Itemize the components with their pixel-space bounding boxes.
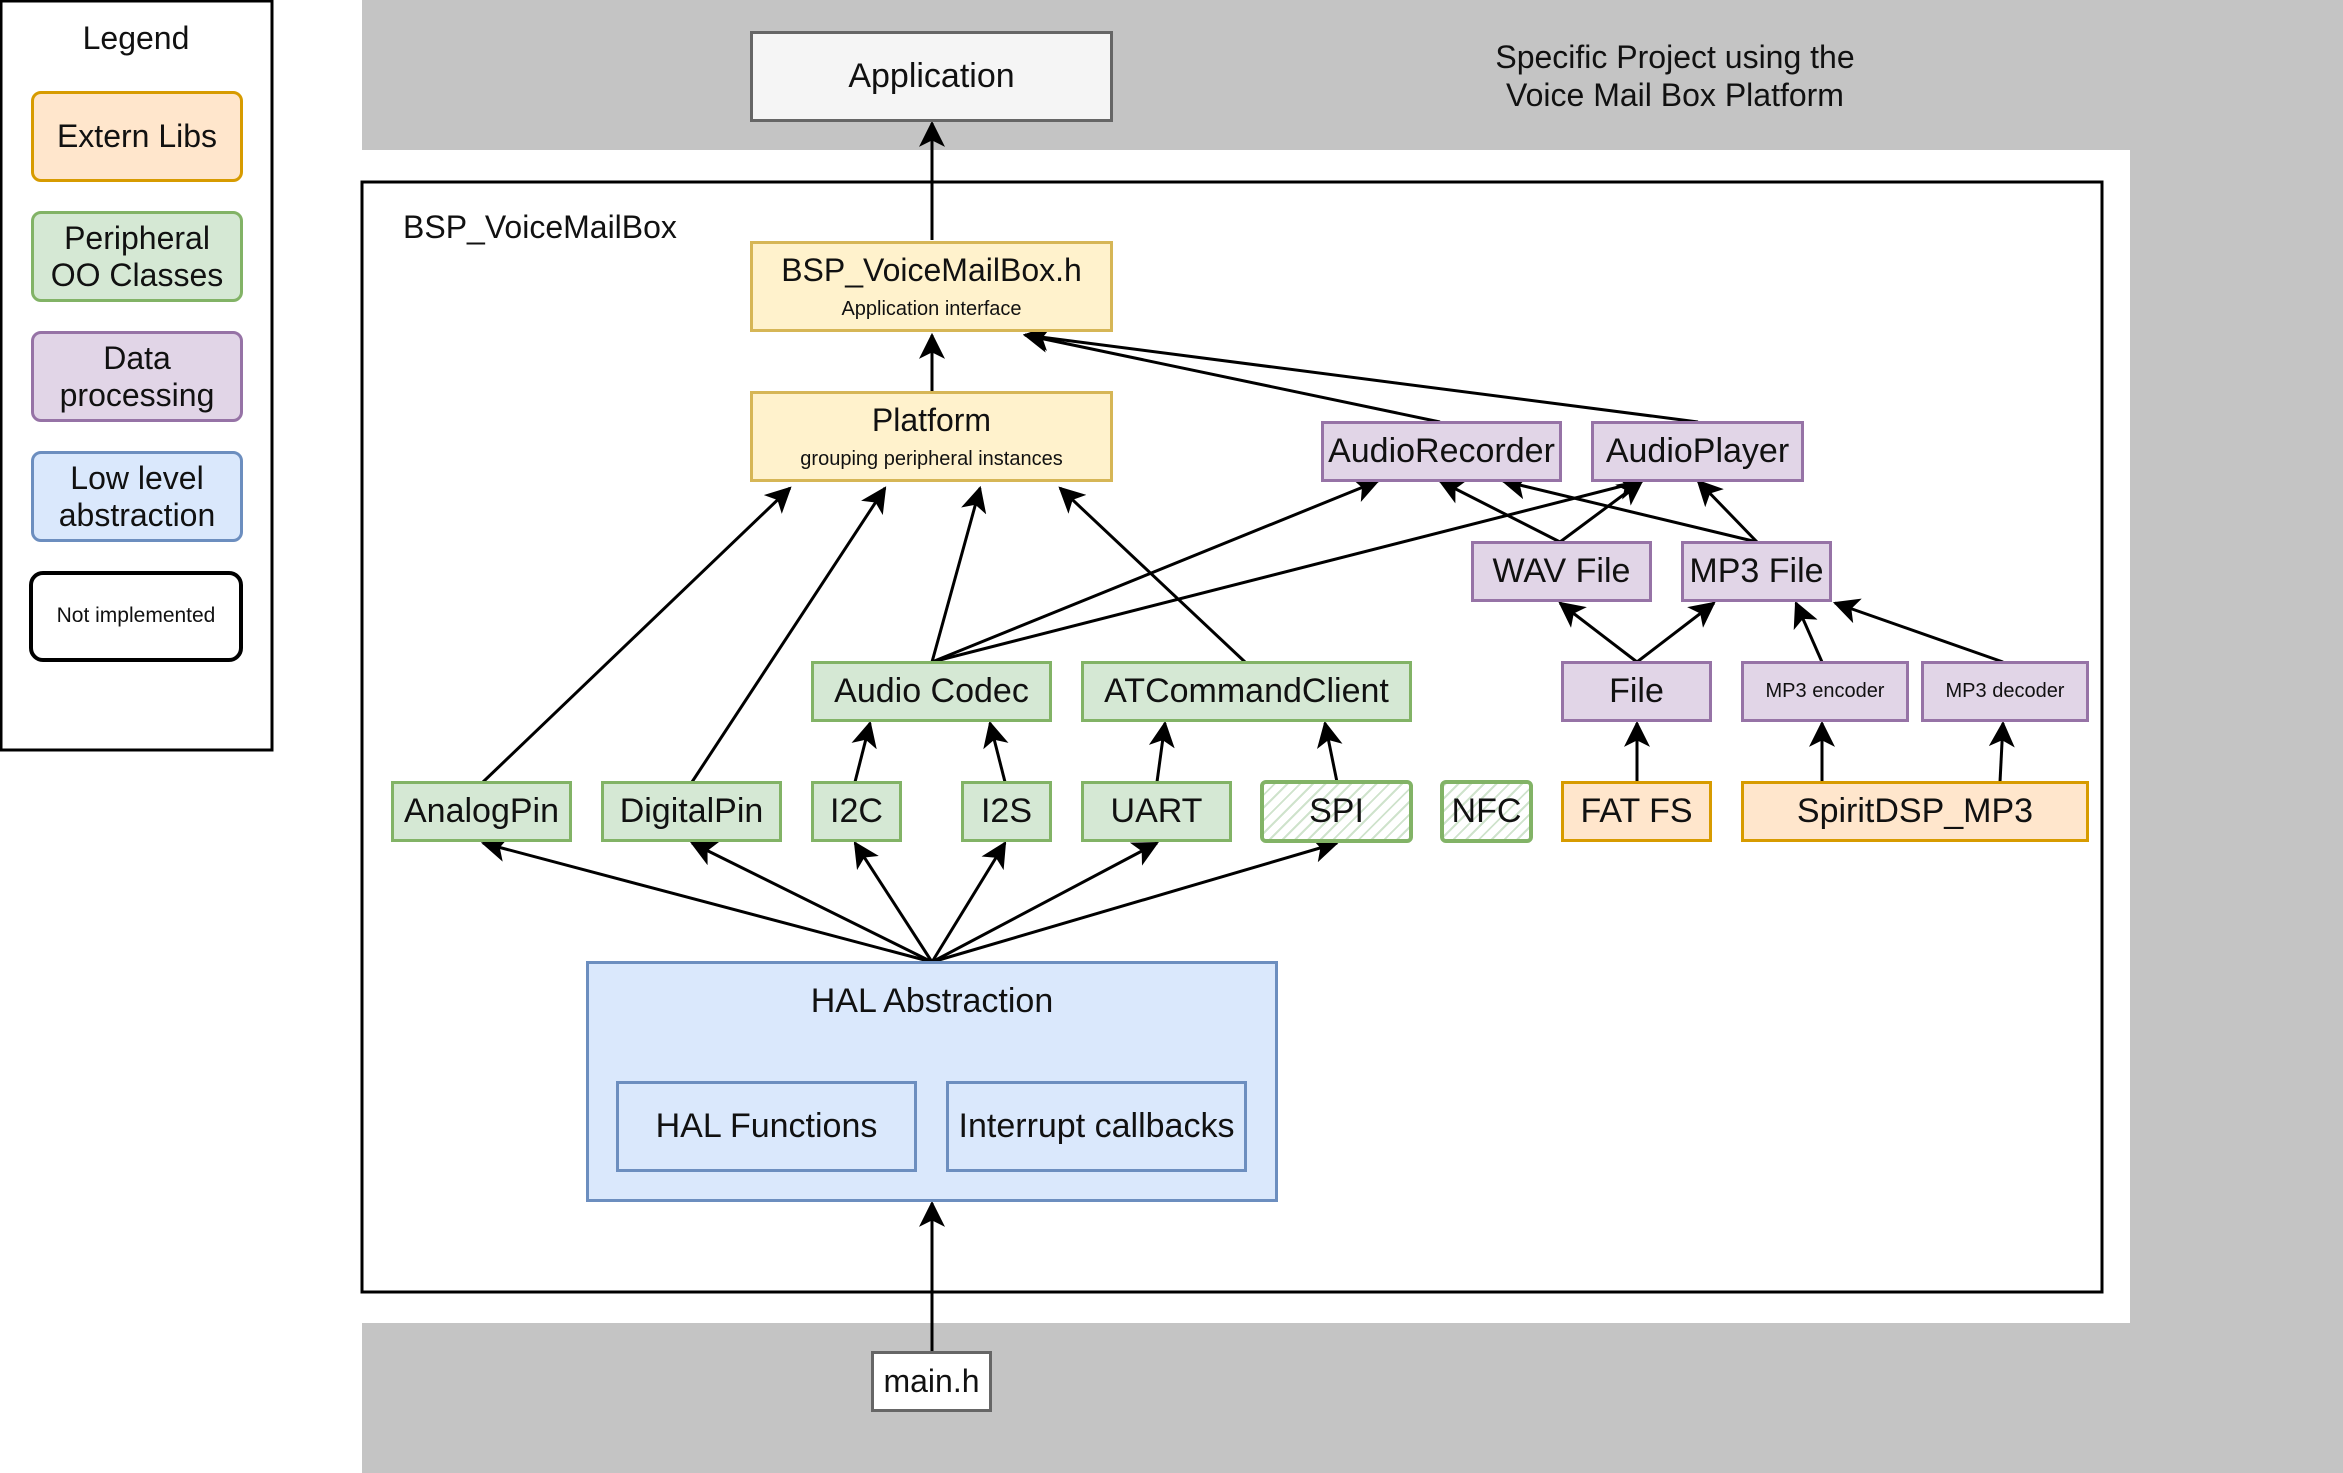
edge-wav-to-player [1559,479,1644,544]
bsp-title: BSP_VoiceMailBox [403,209,677,245]
edge-player-to-bsp [1022,325,1699,424]
application-node: Application [750,31,1113,122]
edge-spirit-to-decoder [1988,720,2015,783]
hal-abstraction-title: HAL Abstraction [810,982,1054,1020]
edge-encoder-to-mp3 [1793,601,1824,663]
edge-file-to-wav [1558,601,1638,664]
main-h-node: main.h [871,1351,992,1412]
mp3-encoder-node: MP3 encoder [1741,661,1909,722]
edge-wav-to-recorder [1438,479,1561,544]
edge-file-to-mp3 [1636,601,1716,664]
edge-i2c-to-codec [851,720,877,783]
project-caption: Specific Project using the Voice Mail Bo… [1495,39,1855,114]
legend-not-implemented: Not implemented [29,571,243,662]
i2c-node: I2C [811,781,902,842]
edge-codec-to-platform [930,485,987,663]
edge-recorder-to-bsp [1022,327,1441,424]
edge-hal-to-i2s [930,841,1007,963]
audio-recorder-node: AudioRecorder [1321,421,1562,482]
edge-atclient-to-platform [1058,486,1247,664]
i2s-node: I2S [961,781,1052,842]
edge-hal-to-spi [931,837,1340,964]
bsp-header-subtitle: Application interface [841,298,1022,321]
uart-node: UART [1081,781,1232,842]
hal-functions-node: HAL Functions [616,1081,917,1172]
interrupt-callbacks-node: Interrupt callbacks [946,1081,1247,1172]
platform-subtitle: grouping peripheral instances [800,448,1063,471]
file-node: File [1561,661,1712,722]
analog-pin-node: AnalogPin [391,781,572,842]
platform-title: Platform [871,401,992,438]
fat-fs-node: FAT FS [1561,781,1712,842]
edge-decoder-to-mp3 [1832,598,2004,664]
edge-mp3-to-player [1696,479,1759,544]
platform-node: Platform grouping peripheral instances [750,391,1113,482]
legend-peripheral-classes: Peripheral OO Classes [31,211,243,302]
edge-mp3-to-recorder [1500,473,1758,544]
audio-codec-node: Audio Codec [811,661,1052,722]
legend-low-level: Low level abstraction [31,451,243,542]
edge-uart-to-atclient [1148,720,1175,783]
edge-hal-to-uart [931,841,1159,964]
audio-player-node: AudioPlayer [1591,421,1804,482]
digital-pin-node: DigitalPin [601,781,782,842]
nfc-node: NFC [1440,780,1533,843]
bsp-header-node: BSP_VoiceMailBox.h Application interface [750,241,1113,332]
legend-extern-libs: Extern Libs [31,91,243,182]
edge-spi-to-atclient [1317,720,1343,783]
edge-hal-to-digitalpin [690,841,933,964]
edge-i2s-to-codec [983,720,1009,783]
bsp-header-title: BSP_VoiceMailBox.h [781,251,1082,288]
spi-node: SPI [1260,780,1413,843]
at-command-client-node: ATCommandClient [1081,661,1412,722]
edge-analogpin-to-platform [481,486,792,784]
edge-codec-to-player [931,474,1645,664]
mp3-decoder-node: MP3 decoder [1921,661,2089,722]
edge-codec-to-recorder [931,477,1381,664]
spirit-dsp-mp3-node: SpiritDSP_MP3 [1741,781,2089,842]
edge-digitalpin-to-platform [690,486,887,783]
edge-hal-to-analogpin [480,836,933,964]
mp3-file-node: MP3 File [1681,541,1832,602]
legend-data-processing: Data processing [31,331,243,422]
legend-title: Legend [82,20,190,56]
edge-hal-to-i2c [853,841,934,963]
wav-file-node: WAV File [1471,541,1652,602]
project-band [362,0,2343,1473]
